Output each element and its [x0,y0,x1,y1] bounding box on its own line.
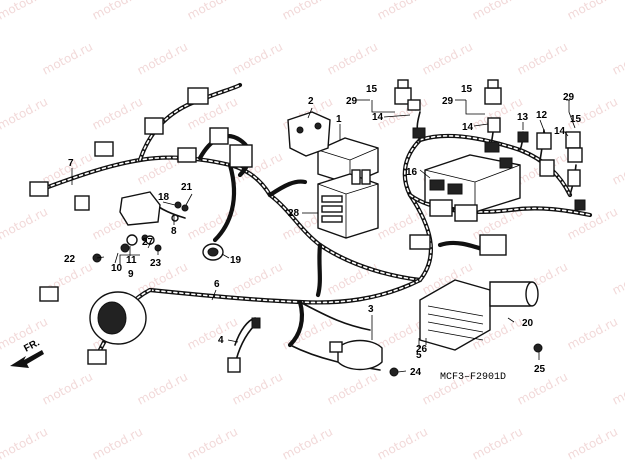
leader-lines [71,99,576,373]
callout-11: 11 [126,255,137,266]
callout-20: 20 [522,318,534,329]
bolt-25 [533,343,543,353]
bracket-2 [287,111,331,157]
callout-7: 7 [68,158,74,169]
wire-harness [37,82,593,353]
callout-26: 26 [416,344,428,355]
watermark-text: motod.ru [230,369,285,407]
callout-14a: 14 [372,112,384,123]
bolt-18 [174,201,182,209]
spark-plug-cap-4 [227,317,261,373]
ecm-16 [424,154,521,213]
watermark-text: motod.ru [610,369,625,407]
ignition-coil-3 [329,339,383,371]
regulator-5 [419,279,491,351]
callout-10: 10 [111,263,123,274]
watermark-text: motod.ru [40,39,95,77]
callout-29c: 29 [563,92,575,103]
watermark-text: motod.ru [610,39,625,77]
watermark-text: motod.ru [90,94,145,132]
watermark-text: motod.ru [565,314,620,352]
watermark-text: motod.ru [470,424,525,462]
watermark-text: motod.ru [325,259,380,297]
watermark-text: motod.ru [325,39,380,77]
callout-24: 24 [410,367,422,378]
watermark-text: motod.ru [515,369,570,407]
watermark-text: motod.ru [420,39,475,77]
watermark-text: motod.ru [375,0,430,23]
watermark-text: motod.ru [565,424,620,462]
callout-25: 25 [534,364,546,375]
watermark-text: motod.ru [135,369,190,407]
watermark-text: motod.ru [565,0,620,23]
watermark-text: motod.ru [280,0,335,23]
relay-set-1 [394,79,426,139]
watermark-text: motod.ru [610,259,625,297]
watermark-text: motod.ru [90,0,145,23]
watermark-text: motod.ru [610,149,625,187]
callout-6: 6 [214,279,220,290]
callout-14c: 14 [554,126,566,137]
headlight-socket [39,286,147,365]
callout-23: 23 [150,258,162,269]
callout-22: 22 [64,254,76,265]
watermark-text: motod.ru [40,369,95,407]
callout-18: 18 [158,192,170,203]
watermark-text: motod.ru [470,0,525,23]
watermark-text: motod.ru [135,39,190,77]
watermark-text: motod.ru [185,314,240,352]
callout-27: 27 [142,237,154,248]
callout-8: 8 [171,226,177,237]
callout-29b: 29 [442,96,454,107]
relay-set-2 [484,79,502,153]
front-arrow-icon [10,350,44,368]
watermark-text: motod.ru [0,94,50,132]
watermark-text: motod.ru [325,369,380,407]
callout-3: 3 [368,304,374,315]
sensor-bracket [119,191,161,253]
connector-group-7 [29,87,253,211]
callout-2: 2 [308,96,314,107]
callout-4: 4 [218,335,224,346]
watermark-text: motod.ru [0,424,50,462]
diagram-code: MCF3–F2901D [440,372,506,383]
watermark-text: motod.ru [280,424,335,462]
bolt-24 [389,367,399,377]
callout-15a: 15 [366,84,378,95]
watermark-text: motod.ru [90,424,145,462]
callout-9: 9 [128,269,134,280]
callout-13: 13 [517,112,529,123]
callout-29a: 29 [346,96,358,107]
callout-15c: 15 [570,114,582,125]
watermark-text: motod.ru [375,424,430,462]
callout-1: 1 [336,114,342,125]
callout-16: 16 [406,167,418,178]
callout-15b: 15 [461,84,473,95]
connector-cluster [409,157,555,256]
watermark-text: motod.ru [280,314,335,352]
fuse-box-28 [317,169,379,239]
watermark-text: motod.ru [515,39,570,77]
watermark-text: motod.ru [185,424,240,462]
watermark-text: motod.ru [230,39,285,77]
clip-8 [171,214,179,222]
callout-28: 28 [288,208,300,219]
callout-5: 5 [416,350,422,361]
watermark-text: motod.ru [0,0,50,23]
callout-12: 12 [536,110,548,121]
watermark-text: motod.ru [185,0,240,23]
callout-21: 21 [181,182,193,193]
callout-labels: 1 2 3 4 5 6 7 8 9 10 11 12 13 14 14 14 1… [64,84,582,378]
callout-14b: 14 [462,122,474,133]
relay-set-3 [517,131,586,211]
grommet-19 [202,243,224,261]
watermark-text: motod.ru [0,204,50,242]
callout-19: 19 [230,255,242,266]
bolt-21 [181,204,189,212]
capacitor-20 [489,281,539,307]
